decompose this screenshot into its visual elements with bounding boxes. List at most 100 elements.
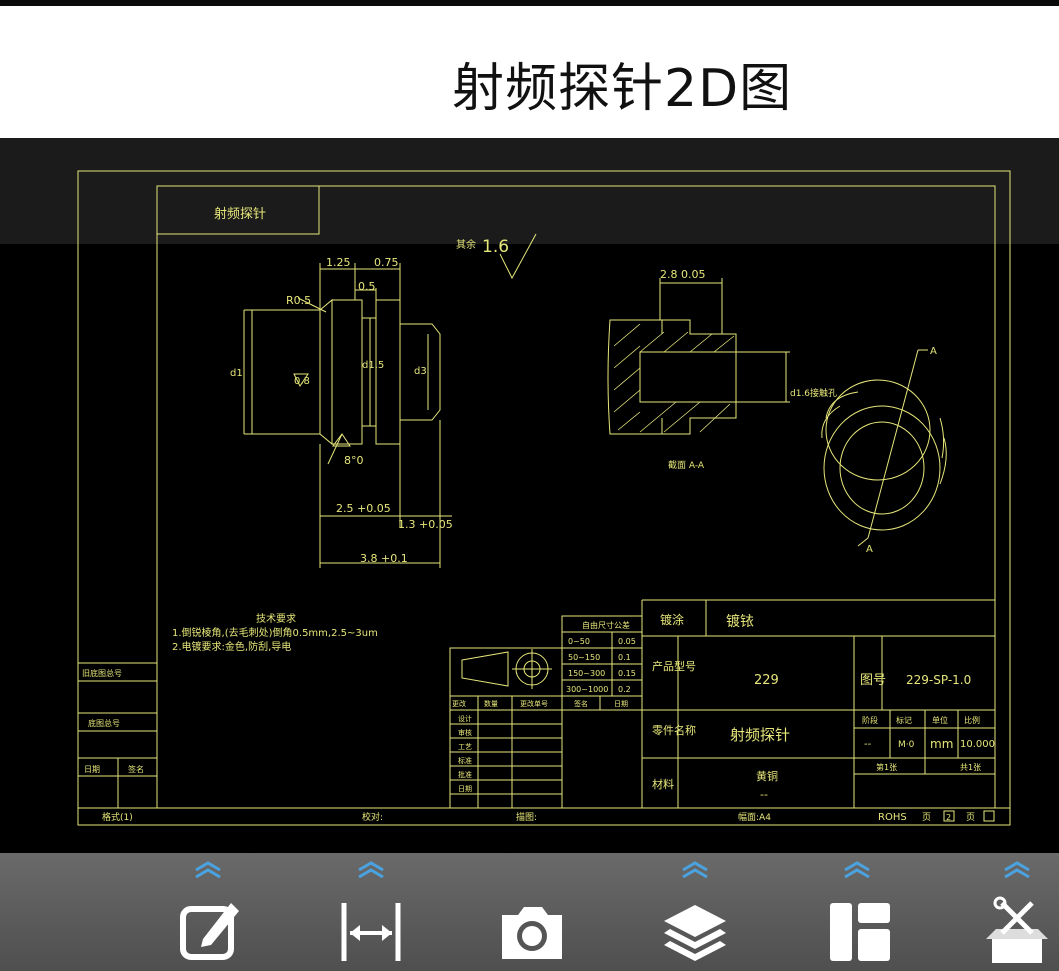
drawing-label: 0.5: [358, 280, 376, 293]
drawing-label: 50~150: [568, 653, 600, 662]
drawing-label: 材料: [652, 777, 674, 791]
drawing-label: 零件名称: [652, 723, 696, 737]
drawing-stroke: [617, 411, 641, 431]
drawing-label: 设计: [458, 714, 472, 723]
drawing-label: 0~50: [568, 637, 590, 646]
section-view: [607, 278, 790, 435]
drawing-label: 底图总号: [88, 718, 120, 728]
drawing-label: 10.000: [960, 739, 995, 750]
drawing-label: 校对:: [362, 811, 383, 823]
drawing-label: 旧底图总号: [82, 668, 122, 678]
drawing-label: M·0: [898, 740, 915, 750]
drawing-label: 300~1000: [566, 685, 608, 694]
title-box: [156, 185, 320, 235]
header-bar: 射频探针2D图: [0, 6, 1059, 138]
inner-frame: [156, 185, 996, 809]
drawing-label: 镀涂: [660, 612, 684, 627]
drawing-label: 8°0: [344, 454, 364, 467]
drawing-label: 签名: [574, 699, 588, 708]
drawing-label: 标准: [458, 756, 472, 765]
measure-icon[interactable]: [336, 893, 406, 965]
measure-tool[interactable]: [326, 853, 416, 971]
drawing-label: 229: [754, 673, 779, 688]
drawing-stroke: [639, 351, 737, 403]
viewer-top-shade: [0, 138, 1059, 244]
drawing-label: 1.3 +0.05: [398, 518, 453, 531]
toolbox-tool[interactable]: [972, 853, 1059, 971]
drawing-label: ROHS: [878, 812, 907, 823]
edit-tool[interactable]: [163, 853, 253, 971]
drawing-label: 描图:: [516, 811, 537, 823]
drawing-stroke: [689, 333, 713, 353]
checkbox-2: [983, 810, 995, 822]
part-side-view: [243, 233, 537, 568]
drawing-label: 0.75: [374, 256, 399, 269]
drawing-label: 射频探针: [730, 726, 790, 744]
drawing-label: 自由尺寸公差: [582, 620, 630, 630]
drawing-label: 2.电镀要求:金色,防刮,导电: [172, 640, 291, 653]
drawing-label: 229-SP-1.0: [906, 673, 971, 687]
drawing-label: A: [866, 544, 873, 555]
drawing-label: 日期: [84, 765, 100, 774]
drawing-label: 标记: [896, 715, 912, 725]
drawing-stroke: [613, 345, 641, 369]
drawing-label: 2: [946, 813, 951, 822]
iso-view: [821, 349, 947, 547]
edit-icon[interactable]: [173, 893, 243, 965]
drawing-label: 截面 A-A: [668, 459, 705, 471]
drawing-label: 2.5 +0.05: [336, 502, 391, 515]
drawing-label: 黄铜: [756, 769, 778, 783]
drawing-stroke: [293, 373, 309, 387]
drawing-stroke: [867, 349, 919, 539]
drawing-stroke: [332, 433, 351, 447]
drawing-stroke: [857, 537, 869, 547]
drawing-stroke: [825, 391, 859, 419]
drawing-label: 0.15: [618, 669, 636, 678]
drawing-stroke: [499, 233, 537, 280]
drawing-stroke: [699, 403, 731, 433]
layout-tool[interactable]: [812, 853, 902, 971]
drawing-label: R0.5: [286, 294, 311, 307]
layers-icon[interactable]: [660, 893, 730, 965]
page-title: 射频探针2D图: [452, 59, 793, 119]
drawing-stroke: [400, 323, 441, 421]
title-box-text: 射频探针: [214, 206, 266, 222]
drawing-label: 幅面:A4: [738, 811, 771, 823]
drawing-label: 第1张: [876, 762, 897, 772]
drawing-label: 其余: [456, 238, 476, 251]
drawing-label: 页: [966, 812, 975, 823]
drawing-stroke: [663, 331, 689, 353]
layout-icon[interactable]: [822, 893, 892, 965]
drawing-label: A: [930, 346, 937, 357]
tools-icon[interactable]: [982, 893, 1052, 965]
chevron-up-icon[interactable]: [1000, 861, 1034, 879]
chevron-up-icon[interactable]: [191, 861, 225, 879]
drawing-label: 0.2: [618, 685, 631, 694]
drawing-label: 日期: [614, 700, 628, 708]
drawing-label: --: [864, 739, 872, 750]
chevron-up-icon[interactable]: [840, 861, 874, 879]
bottom-toolbar: [0, 853, 1059, 971]
camera-tool[interactable]: [486, 853, 576, 971]
cad-drawing[interactable]: 射频探针 其余 1.6 1.25 0.75 0.5 R0.5 8°0 0.8 d…: [0, 138, 1059, 853]
drawing-stroke: [449, 647, 563, 809]
drawing-label: 更改: [452, 699, 466, 708]
drawing-label: 签名: [128, 764, 144, 774]
layers-tool[interactable]: [650, 853, 740, 971]
drawing-label: 1.25: [326, 256, 351, 269]
drawing-label: d1.5: [362, 360, 384, 371]
camera-icon[interactable]: [496, 893, 566, 965]
drawing-label: 格式(1): [102, 811, 133, 823]
drawing-label: 产品型号: [652, 659, 696, 673]
chevron-up-icon[interactable]: [354, 861, 388, 879]
checkbox-1: [943, 810, 955, 822]
drawing-stroke: [823, 405, 941, 531]
drawing-stroke: [607, 319, 737, 435]
drawing-stroke: [939, 437, 947, 485]
drawing-stroke: [461, 651, 509, 687]
drawing-viewer[interactable]: 射频探针 其余 1.6 1.25 0.75 0.5 R0.5 8°0 0.8 d…: [0, 138, 1059, 853]
chevron-up-icon[interactable]: [678, 861, 712, 879]
drawing-stroke: [77, 170, 1011, 826]
drawing-label: 日期: [458, 785, 472, 793]
drawing-stroke: [331, 299, 363, 445]
